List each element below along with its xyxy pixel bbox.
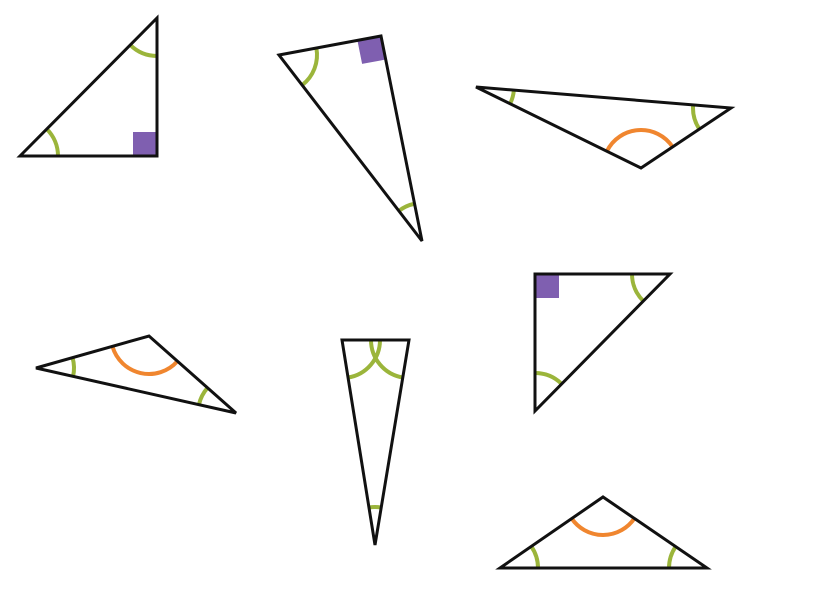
- right-angle-mark: [357, 36, 386, 64]
- triangle-outline: [35, 334, 237, 415]
- triangle-acute-1: [340, 338, 411, 546]
- acute-angle-mark: [196, 386, 210, 406]
- triangle-right-1: [16, 14, 159, 158]
- right-angle-mark: [133, 132, 157, 156]
- triangle-outline: [276, 34, 424, 242]
- acute-angle-mark: [508, 89, 516, 105]
- right-angle-mark: [535, 274, 559, 298]
- acute-angle-mark: [529, 545, 540, 569]
- acute-angle-mark: [347, 339, 382, 380]
- acute-angle-mark: [369, 339, 404, 380]
- acute-angle-mark: [128, 43, 158, 58]
- acute-angle-mark: [397, 201, 416, 213]
- acute-angle-mark: [45, 127, 60, 157]
- triangle-outline: [475, 85, 736, 170]
- triangle-obtuse-3: [495, 495, 712, 570]
- triangle-outline: [533, 272, 674, 415]
- obtuse-angle-mark: [110, 345, 179, 376]
- triangle-outline: [495, 495, 712, 570]
- obtuse-angle-mark: [605, 128, 675, 153]
- acute-angle-mark: [368, 505, 382, 510]
- acute-angle-mark: [70, 357, 76, 377]
- acute-angle-mark: [667, 545, 678, 569]
- acute-angle-mark: [300, 47, 319, 87]
- obtuse-angle-mark: [570, 517, 637, 537]
- triangle-obtuse-2: [35, 334, 237, 415]
- triangle-outline: [16, 14, 159, 158]
- triangle-outline: [340, 338, 411, 546]
- acute-angle-mark: [534, 371, 564, 386]
- triangle-right-2: [276, 34, 424, 242]
- triangle-right-3: [533, 272, 674, 415]
- acute-angle-mark: [691, 104, 702, 131]
- acute-angle-mark: [630, 273, 645, 303]
- triangle-obtuse-1: [475, 85, 736, 170]
